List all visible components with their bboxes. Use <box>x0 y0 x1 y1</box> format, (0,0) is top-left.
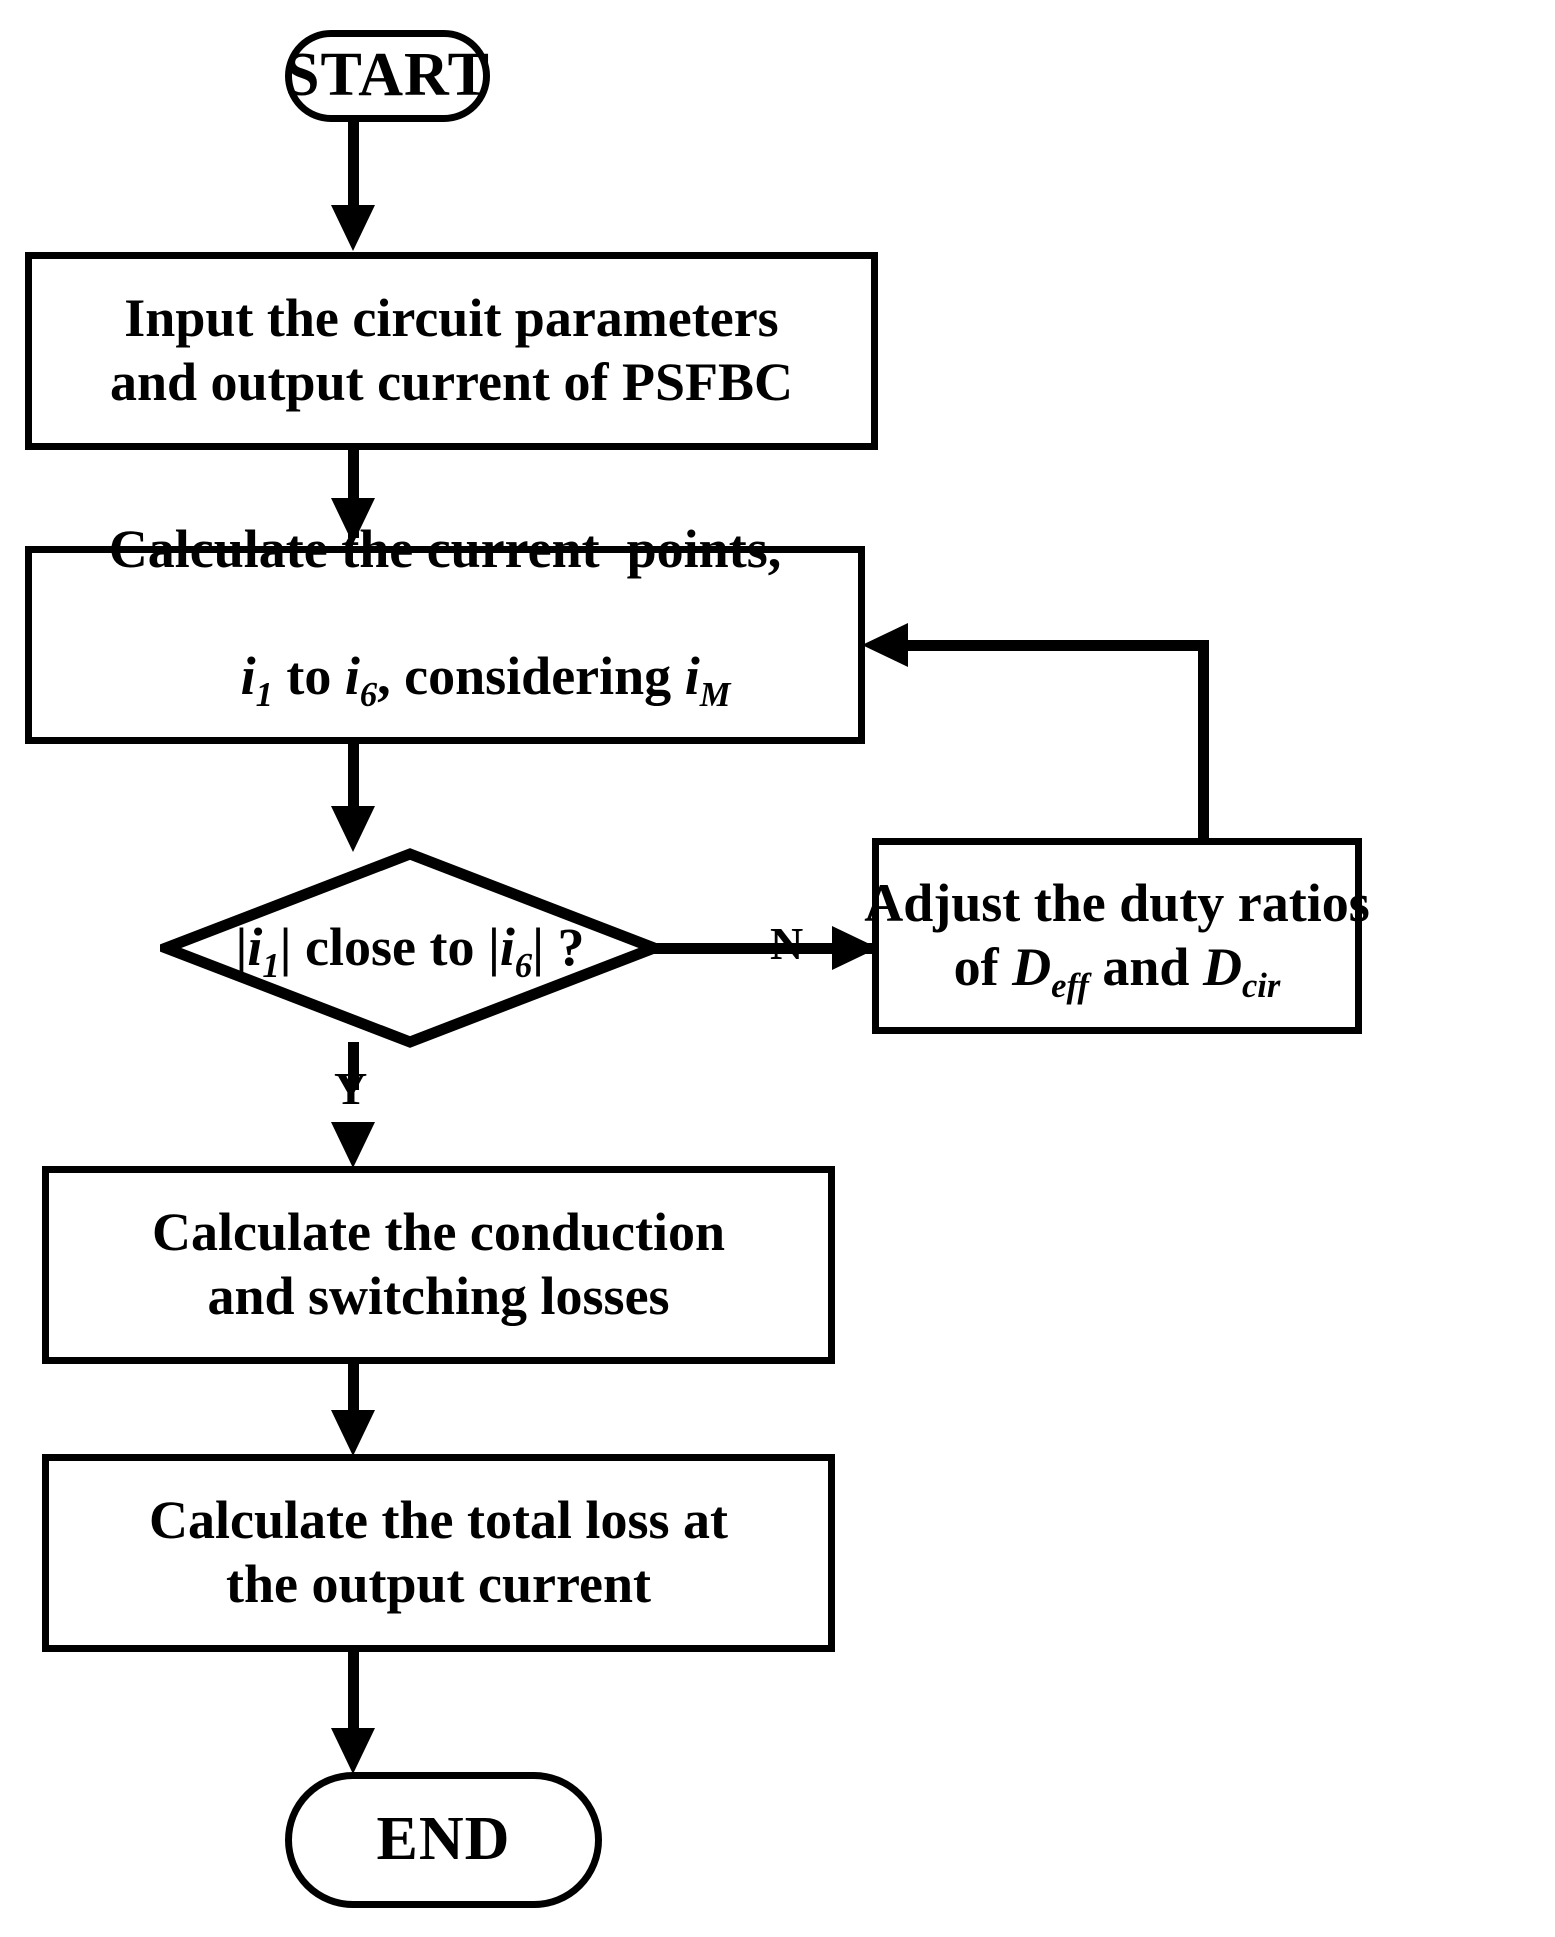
edge-yes-arrow <box>331 1122 375 1168</box>
node-start[interactable] <box>285 30 490 122</box>
edge-calc-to-decision-line <box>348 744 359 824</box>
edge-feedback-arrow <box>862 623 908 667</box>
edge-no-arrow <box>832 926 878 970</box>
node-calc-losses[interactable] <box>42 1166 835 1364</box>
edge-total-to-end-arrow <box>331 1728 375 1774</box>
edge-start-to-input-arrow <box>331 205 375 251</box>
edge-input-to-calc-arrow <box>331 498 375 544</box>
node-end[interactable] <box>285 1772 602 1908</box>
edge-no-line <box>650 943 880 954</box>
edge-losses-to-total-arrow <box>331 1410 375 1456</box>
edge-feedback-horizontal <box>900 640 1209 651</box>
edge-no-label: N <box>770 918 804 969</box>
node-input-params[interactable] <box>25 252 878 450</box>
edge-losses-to-total-line <box>348 1364 359 1434</box>
node-calc-total[interactable] <box>42 1454 835 1652</box>
edge-total-to-end-line <box>348 1652 359 1742</box>
edge-yes-label: Y <box>334 1063 368 1114</box>
edge-input-to-calc-line <box>348 450 359 538</box>
edge-yes-line <box>348 1042 359 1090</box>
node-adjust[interactable] <box>872 838 1362 1034</box>
edge-start-to-input-line <box>348 122 359 210</box>
edge-feedback-vertical <box>1198 640 1209 840</box>
edge-calc-to-decision-arrow <box>331 806 375 852</box>
node-calc-current[interactable] <box>25 546 865 744</box>
node-decision[interactable] <box>160 848 660 1048</box>
